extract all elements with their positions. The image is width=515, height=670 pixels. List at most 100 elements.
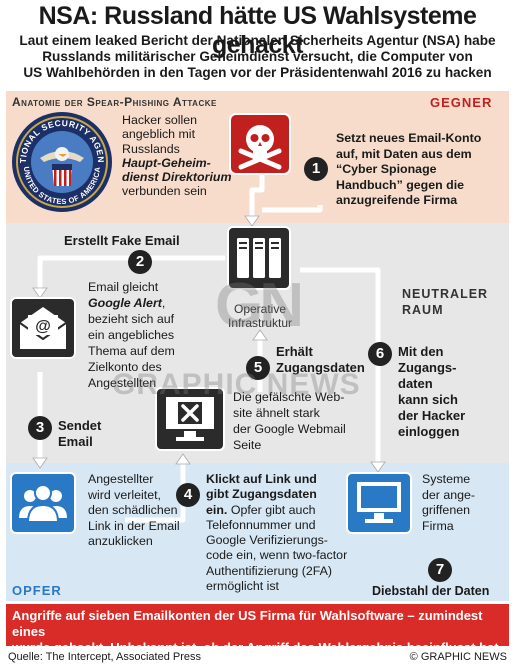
subtitle-line: Russlands militärischer Geheimdienst ver… <box>42 49 473 64</box>
step-4-line: Telefonnummer und <box>206 517 316 532</box>
email-icon: @ <box>10 297 76 359</box>
step-text-line: Zugangs- <box>398 360 457 375</box>
server-icon <box>227 226 291 290</box>
hacker-description: Hacker sollen angeblich mit Russlands Ha… <box>122 113 232 199</box>
copyright: © GRAPHIC NEWS <box>409 651 507 663</box>
source-credit: Quelle: The Intercept, Associated Press <box>8 651 202 663</box>
email-desc-line: bezieht sich auf <box>88 312 175 326</box>
step-4-line: Google Verifizierungs- <box>206 533 328 548</box>
infra-label-line: Operative <box>233 302 287 316</box>
fake-site-line: Seite <box>233 438 262 452</box>
infra-label: Operative Infrastruktur <box>218 302 302 330</box>
step-text-line: Sendet <box>58 418 102 433</box>
step-1-badge: 1 <box>304 157 328 181</box>
computer-icon <box>346 472 412 534</box>
arrow-2 <box>37 255 225 290</box>
subtitle: Laut einem leaked Bericht der Nationalen… <box>4 33 511 81</box>
subtitle-line: US Wahlbehörden in den Tagen vor der Prä… <box>23 65 492 80</box>
step-text-line: daten <box>398 376 433 391</box>
email-description: Email gleicht Google Alert, bezieht sich… <box>88 279 218 391</box>
users-icon <box>10 472 76 534</box>
systems-line: griffenen <box>422 503 470 517</box>
step-text-line: auf, mit Daten aus dem <box>336 146 472 161</box>
hacker-text-line: dienst Direktorium <box>122 170 232 185</box>
email-desc-line: Thema auf dem <box>88 344 175 358</box>
hacker-text-line: angeblich mit <box>122 127 196 142</box>
step-text-line: Erhält <box>276 344 313 359</box>
hacker-text-line: Russlands <box>122 141 180 156</box>
step-4-badge: 4 <box>176 483 200 507</box>
subtitle-line: Laut einem leaked Bericht der Nationalen… <box>19 33 496 48</box>
enemy-label: GEGNER <box>430 95 493 110</box>
step-4-line: code ein, wenn two-factor <box>206 548 348 563</box>
anatomy-label: Anatomie der Spear-Phishing Attacke <box>12 95 217 109</box>
arrow-4 <box>125 462 186 523</box>
step-text-line: Email <box>58 434 93 449</box>
employee-line: Angestellter <box>88 472 154 486</box>
step-text-line: “Cyber Spionage <box>336 162 437 176</box>
systems-description: Systeme der ange- griffenen Firma <box>422 472 508 534</box>
step-text-line: anzugreifende Firma <box>336 193 458 207</box>
employee-line: wird verleitet, <box>88 487 161 502</box>
fake-site-line: Die gefälschte Web- <box>233 390 345 404</box>
step-4-line: Authentifizierung (2FA) <box>206 563 333 578</box>
nsa-seal-icon: NATIONAL SECURITY AGENCY UNITED STATES O… <box>10 110 112 212</box>
arrow-1 <box>249 175 265 218</box>
step-2-badge: 2 <box>128 250 152 274</box>
victim-zone <box>6 463 509 601</box>
step-7-label: Diebstahl der Daten <box>372 584 490 598</box>
step-2-label: Erstellt Fake Email <box>64 233 180 248</box>
step-4-heading-line: Klickt auf Link und <box>206 472 317 486</box>
email-desc-comma: , <box>161 296 166 310</box>
banner-line: Angriffe auf sieben Emailkonten der US F… <box>12 608 483 639</box>
email-desc-line: Zielkonto des <box>88 360 162 374</box>
neutral-label-line: RAUM <box>402 303 444 317</box>
step-3-badge: 3 <box>28 416 52 440</box>
systems-line: der ange- <box>422 487 476 502</box>
step-4-line: ermöglicht ist <box>206 579 279 594</box>
employee-description: Angestellter wird verleitet, den schädli… <box>88 472 196 550</box>
step-3-text: Sendet Email <box>58 418 101 450</box>
systems-line: Firma <box>422 518 454 533</box>
fake-site-description: Die gefälschte Web- site ähnelt stark de… <box>233 389 373 453</box>
step-5-badge: 5 <box>246 356 270 380</box>
svg-text:@: @ <box>35 318 51 335</box>
step-text-line: Mit den <box>398 344 444 359</box>
step-4-line: Opfer gibt auch <box>230 502 316 517</box>
email-desc-line: Angestellten <box>88 376 157 390</box>
arrow-6 <box>300 267 381 464</box>
summary-banner: Angriffe auf sieben Emailkonten der US F… <box>6 604 509 655</box>
hacker-text-line: Haupt-Geheim- <box>122 155 211 170</box>
hacker-text-line: Hacker sollen <box>122 113 198 127</box>
victim-label: OPFER <box>12 583 62 598</box>
step-6-text: Mit den Zugangs- daten kann sich der Hac… <box>398 344 465 440</box>
step-text-line: Zugangsdaten <box>276 360 365 375</box>
step-text-line: der Hacker <box>398 408 466 423</box>
banner-line: wurde gehackt. Unbekannt ist, ob der Ang… <box>12 640 499 655</box>
email-desc-line: Email gleicht <box>88 280 159 294</box>
employee-line: anzuklicken <box>88 534 153 548</box>
employee-line: Link in der Email <box>88 518 180 533</box>
watermark-text: GRAPHIC NEWS <box>112 368 361 401</box>
step-1-text: Setzt neues Email-Konto auf, mit Daten a… <box>336 131 511 209</box>
neutral-label-line: NEUTRALER <box>402 287 489 301</box>
email-desc-line: ein angebliches <box>88 328 175 342</box>
step-4-heading-line: ein. <box>206 502 228 517</box>
fake-site-line: der Google Webmail <box>233 422 346 436</box>
systems-line: Systeme <box>422 472 471 486</box>
watermark-logo: GN <box>215 271 304 340</box>
skull-icon <box>229 113 291 175</box>
step-7-badge: 7 <box>428 558 452 582</box>
infra-label-line: Infrastruktur <box>227 316 293 330</box>
fake-site-line: site ähnelt stark <box>233 406 320 420</box>
step-4-text: Klickt auf Link und gibt Zugangsdaten ei… <box>206 472 356 594</box>
page-title: NSA: Russland hätte US Wahlsysteme gehac… <box>38 2 477 59</box>
step-text-line: Handbuch” gegen die <box>336 177 465 192</box>
fake-website-monitor-icon <box>155 387 225 451</box>
neutral-label: NEUTRALER RAUM <box>402 286 488 318</box>
arrow-top <box>262 205 323 213</box>
step-text-line: kann sich <box>398 392 458 407</box>
google-alert-text: Google Alert <box>88 296 162 310</box>
step-6-badge: 6 <box>368 342 392 366</box>
